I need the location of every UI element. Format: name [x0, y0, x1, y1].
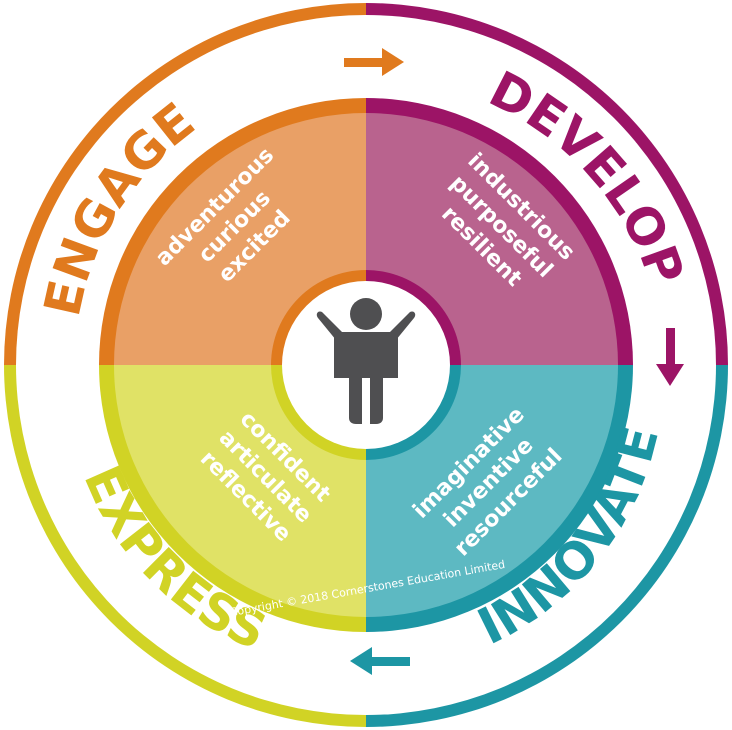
- arrow-right-icon: [344, 48, 404, 76]
- person-icon: [316, 298, 416, 424]
- arrow-left-icon: [350, 647, 410, 675]
- arrow-down-icon: [656, 328, 684, 386]
